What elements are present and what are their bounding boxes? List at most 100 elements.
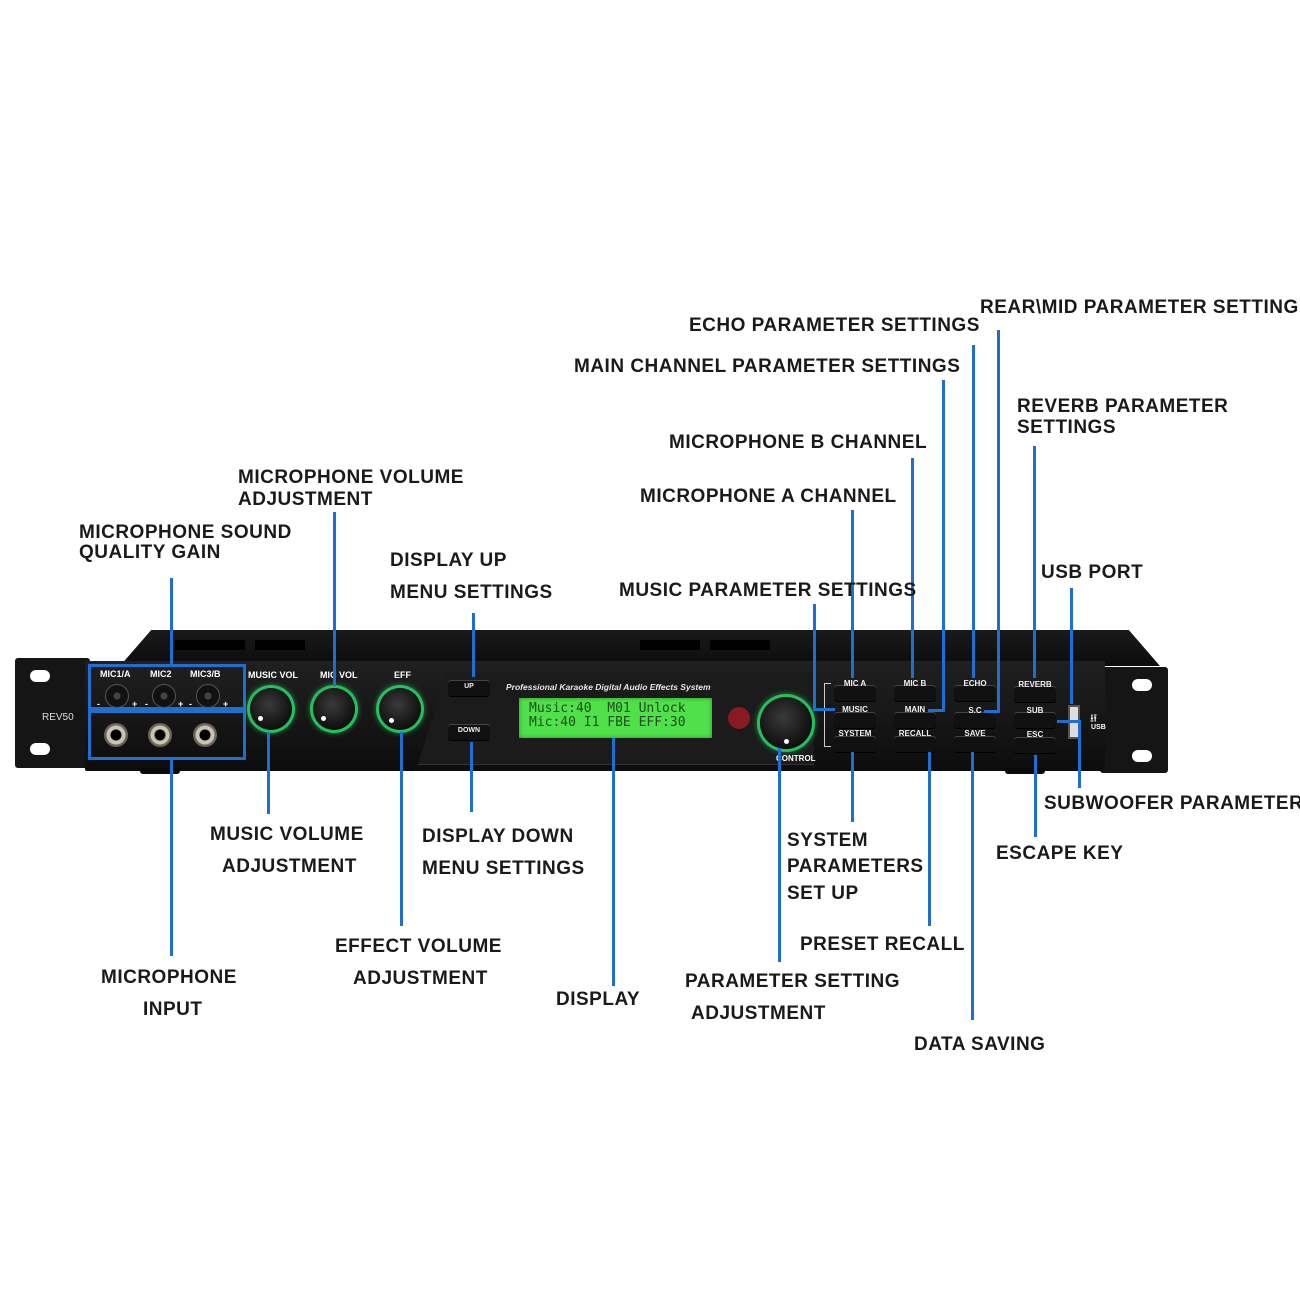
main-label: MAIN	[904, 705, 926, 714]
save-button[interactable]	[954, 736, 996, 752]
mic2-trim-knob[interactable]	[152, 684, 176, 708]
leader-line-subwoofer	[1078, 722, 1081, 788]
sub-label: SUB	[1026, 706, 1044, 715]
system-button[interactable]	[834, 736, 876, 752]
callout-reverb-1: REVERB PARAMETER	[1017, 396, 1229, 417]
mic-b-label: MIC B	[903, 679, 927, 688]
leader-line-system	[851, 752, 854, 822]
main-button[interactable]	[894, 712, 936, 728]
leader-line-music-param	[813, 604, 816, 710]
rack-hole	[1132, 679, 1152, 691]
device-foot	[140, 768, 180, 774]
mic1-input-jack[interactable]	[104, 723, 128, 747]
leader-line-subwoofer-h	[1057, 720, 1081, 723]
trim-plus: +	[178, 699, 184, 709]
leader-line-display-up	[472, 613, 475, 677]
trim-plus: +	[132, 699, 138, 709]
callout-escape: ESCAPE KEY	[996, 843, 1124, 864]
recall-button[interactable]	[894, 736, 936, 752]
mic-b-button[interactable]	[894, 685, 936, 701]
mic-vol-label: MIC VOL	[320, 670, 358, 680]
model-label: REV50	[42, 712, 74, 723]
callout-mic-input-2: INPUT	[143, 999, 203, 1020]
echo-label: ECHO	[963, 679, 987, 688]
rack-hole	[1132, 750, 1152, 762]
system-label: SYSTEM	[838, 729, 872, 738]
esc-label: ESC	[1026, 730, 1044, 739]
knob-indicator	[784, 739, 789, 744]
mic-volume-knob[interactable]	[313, 688, 355, 730]
callout-param-adj-2: ADJUSTMENT	[691, 1003, 826, 1024]
mic-gain-highlight-box	[88, 664, 246, 710]
reverb-button[interactable]	[1014, 686, 1056, 702]
sc-label: S.C	[968, 706, 982, 715]
mic1-label: MIC1/A	[100, 669, 131, 679]
mic2-input-jack[interactable]	[148, 723, 172, 747]
trim-minus: -	[97, 699, 100, 709]
mic-input-highlight-box	[88, 710, 246, 760]
leader-line-main	[942, 380, 945, 711]
callout-mic-input-1: MICROPHONE	[101, 967, 237, 988]
callout-display: DISPLAY	[556, 989, 641, 1010]
up-button[interactable]	[448, 680, 490, 696]
mic-a-label: MIC A	[843, 679, 867, 688]
vent-slot	[640, 640, 700, 650]
ir-sensor	[728, 707, 750, 729]
leader-line-display-down	[470, 742, 473, 812]
leader-line-display	[612, 738, 615, 986]
trim-minus: -	[145, 699, 148, 709]
panel-title: Professional Karaoke Digital Audio Effec…	[506, 682, 711, 692]
leader-line-music-vol	[267, 732, 270, 814]
up-button-label: UP	[464, 683, 474, 690]
callout-echo: ECHO PARAMETER SETTINGS	[689, 315, 980, 336]
callout-param-adj-1: PARAMETER SETTING	[685, 971, 901, 992]
control-encoder-knob[interactable]	[760, 697, 812, 749]
callout-display-down-2: MENU SETTINGS	[422, 858, 585, 879]
callout-display-up-1: DISPLAY UP	[390, 550, 507, 571]
device-foot	[1005, 768, 1045, 774]
callout-music-vol-2: ADJUSTMENT	[222, 856, 357, 877]
esc-button[interactable]	[1014, 737, 1056, 753]
callout-system-1: SYSTEM	[787, 830, 869, 851]
callout-effect-vol-2: ADJUSTMENT	[353, 968, 488, 989]
callout-system-3: SET UP	[787, 883, 859, 904]
music-vol-label: MUSIC VOL	[248, 670, 299, 680]
usb-icon: ⭿	[1090, 712, 1098, 725]
callout-main-channel: MAIN CHANNEL PARAMETER SETTINGS	[574, 356, 961, 377]
down-button[interactable]	[448, 724, 490, 740]
eff-label: EFF	[394, 670, 411, 680]
mic3-trim-knob[interactable]	[196, 684, 220, 708]
effect-volume-knob[interactable]	[379, 688, 421, 730]
button-bracket	[824, 683, 831, 747]
mic1-trim-knob[interactable]	[105, 684, 129, 708]
leader-line-mic-a	[851, 510, 854, 678]
mic2-label: MIC2	[150, 669, 172, 679]
mic-a-button[interactable]	[834, 685, 876, 701]
sc-button[interactable]	[954, 712, 996, 728]
music-volume-knob[interactable]	[250, 688, 292, 730]
callout-mic-a-channel: MICROPHONE A CHANNEL	[640, 486, 897, 507]
mic3-input-jack[interactable]	[193, 723, 217, 747]
leader-line-rear-mid	[997, 330, 1000, 712]
callout-data-saving: DATA SAVING	[914, 1034, 1046, 1055]
callout-mic-b-channel: MICROPHONE B CHANNEL	[669, 432, 928, 453]
callout-music-param: MUSIC PARAMETER SETTINGS	[619, 580, 917, 601]
leader-line-mic-gain	[170, 578, 173, 664]
rack-ear-left	[15, 658, 90, 768]
music-label: MUSIC	[842, 705, 868, 714]
knob-indicator	[321, 716, 326, 721]
reverb-label: REVERB	[1018, 680, 1052, 689]
echo-button[interactable]	[954, 685, 996, 701]
music-button[interactable]	[834, 712, 876, 728]
trim-minus: -	[189, 699, 192, 709]
leader-line-effect-vol	[400, 732, 403, 926]
callout-mic-vol-2: ADJUSTMENT	[238, 489, 373, 510]
callout-usb-port: USB PORT	[1041, 562, 1144, 583]
rack-hole	[30, 743, 50, 755]
callout-display-up-2: MENU SETTINGS	[390, 582, 553, 603]
leader-line-mic-vol	[333, 512, 336, 686]
sub-button[interactable]	[1014, 712, 1056, 728]
callout-music-vol-1: MUSIC VOLUME	[210, 824, 364, 845]
callout-mic-gain-1: MICROPHONE SOUND	[79, 522, 292, 543]
